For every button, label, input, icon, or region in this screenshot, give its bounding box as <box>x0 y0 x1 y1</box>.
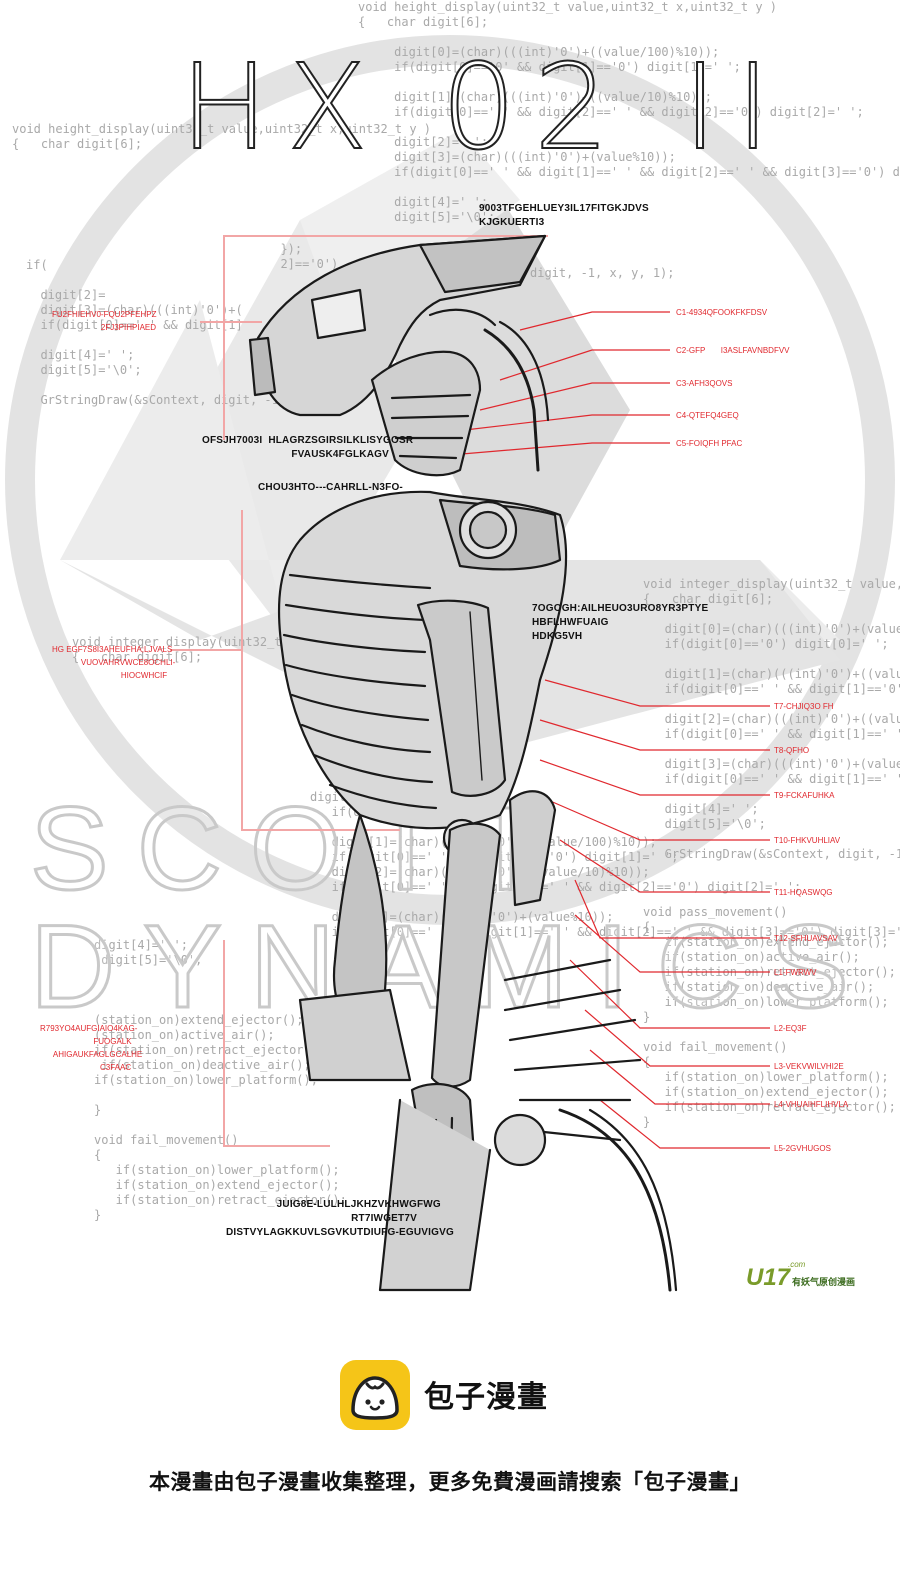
callout-l2: L2-EQ3F <box>774 1024 807 1033</box>
artwork: void height_display(uint32_t value,uint3… <box>5 0 900 1292</box>
callout-c5: C5-FOIQFH PFAC <box>676 439 743 448</box>
callout-c4: C4-QTEFQ4GEQ <box>676 411 739 420</box>
callout-l4: L4-VHUAIHFLIHVLA <box>774 1100 849 1109</box>
callout-t9: T9-FCKAFUHKA <box>774 791 835 800</box>
callout-fu2: FU2FHIEHV0-FQU2PFEHPZ 2FJ3PIHPIAED <box>52 310 157 332</box>
callout-hg: HG EGF7S8I3AHEUFHA;LJVALS VUOVAHRVWCE8OC… <box>52 645 176 680</box>
code-block-left-1: void height_display(uint32_t value,uint3… <box>12 122 432 151</box>
annotation-head-top: 9003TFGEHLUEY3IL17FITGKJDVS KJGKUERTI3 <box>479 203 649 228</box>
annotation-neck-left: OFSJH7003I HLAGRZSGIRSILKLISYGOSR FVAUSK… <box>202 435 414 460</box>
u17-domain: .com <box>788 1260 806 1269</box>
u17-logo: U17 <box>746 1264 791 1291</box>
callout-lines <box>170 235 770 1149</box>
callout-l5: L5-2GVHUGOS <box>774 1144 831 1153</box>
callout-l1: L1-FWRWV <box>774 968 817 977</box>
baozi-logo-icon <box>340 1360 410 1430</box>
u17-tagline: 有妖气原创漫画 <box>792 1278 856 1288</box>
code-block-mid-2: digit, -1, x, y, 1); <box>530 266 675 280</box>
callout-t11: T11-HQASWQG <box>774 888 833 897</box>
footer-notice: 本漫畫由包子漫畫收集整理，更多免費漫画請搜索「包子漫畫」 <box>149 1470 751 1494</box>
annotation-neck-lower: CHOU3HTO---CAHRLL-N3FO- <box>258 482 403 493</box>
footer-branding <box>0 1300 900 1588</box>
code-block-mid-1: }); 2]=='0') <box>280 242 339 271</box>
app-name: 包子漫畫 <box>424 1380 548 1415</box>
annotation-hand: JUIG8E-LULHLJKHZVKHWGFWG RT7IWGET7V DIST… <box>226 1199 454 1238</box>
callout-t12: T12-SFHUAVSAV <box>774 934 838 943</box>
u17-watermark: U17 .com 有妖气原创漫画 <box>746 1260 856 1291</box>
robot-skeleton-drawing <box>248 234 678 1292</box>
callout-c3: C3-AFH3QOVS <box>676 379 733 388</box>
callout-c1: C1-4934QFOOKFKFDSV <box>676 308 768 317</box>
code-block-right-1: void integer_display(uint32_t value,uint… <box>643 577 900 861</box>
annotation-shoulder: 7OGOGH:AILHEUO3URO8YR3PTYE HBFLHWFUAIG H… <box>532 603 709 642</box>
callout-t8: T8-QFHO <box>774 746 810 755</box>
callout-t10: T10-FHKVUHLIAV <box>774 836 841 845</box>
code-block-bottom-right: void pass_movement() { if(station_on)ext… <box>643 905 896 1129</box>
page-title: HX 02 II <box>179 38 789 176</box>
callout-t7: T7-CHJIQ3O FH <box>774 702 834 711</box>
code-block-bottom-left: digit[4]=' '; digit[5]='\0'; (station_on… <box>94 938 347 1222</box>
code-block-top: void height_display(uint32_t value,uint3… <box>358 0 900 224</box>
callout-l3: L3-VEKVWILVHI2E <box>774 1062 844 1071</box>
callout-c2: C2-GFP I3ASLFAVNBDFVV <box>676 346 790 355</box>
callout-r793: R793YO4AUFGIAIO4KAG- FUOGALK AHIGAUKFAGL… <box>40 1024 143 1072</box>
